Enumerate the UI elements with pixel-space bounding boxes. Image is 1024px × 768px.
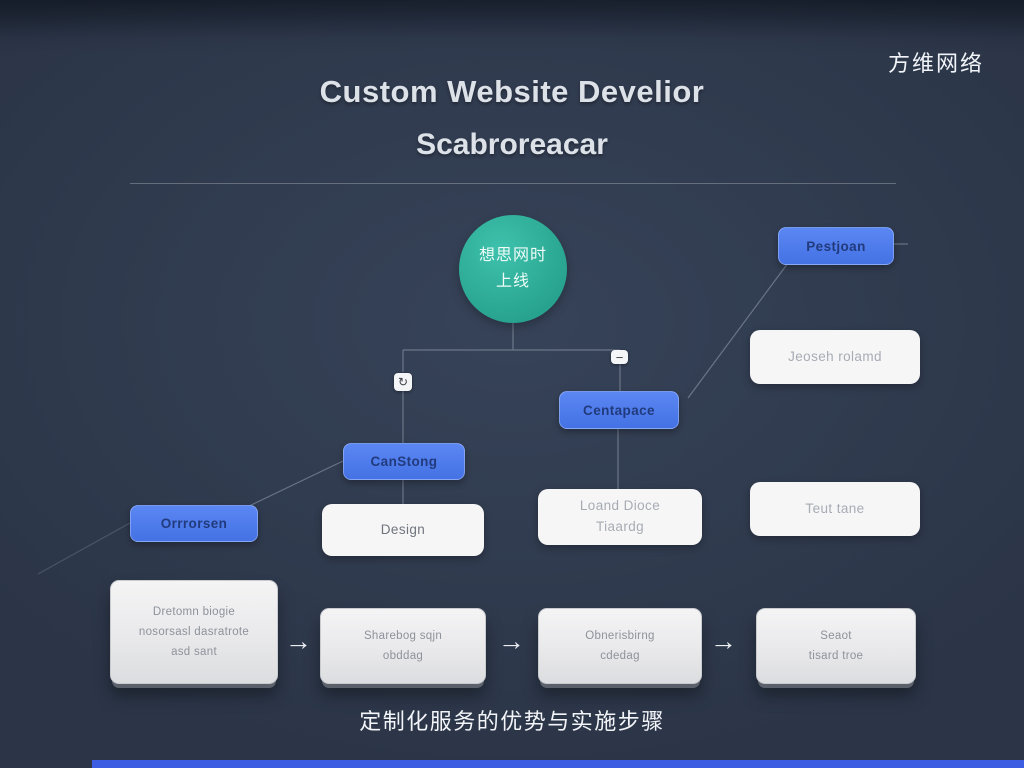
step-box-3: Obnerisbirng cdedag <box>538 608 702 684</box>
step-1-line-3: asd sant <box>171 646 217 659</box>
step-1-line-2: nosorsasl dasratrote <box>138 625 250 638</box>
title-line-2: Scabroreacar <box>416 128 608 161</box>
node-teut-label: Teut tane <box>805 500 865 516</box>
minus-icon-glyph: − <box>615 349 624 365</box>
node-pestjoan-label: Pestjoan <box>806 238 866 254</box>
step-2-line-2: obddag <box>382 650 424 662</box>
bottom-caption: 定制化服务的优势与实施步骤 <box>359 709 665 734</box>
node-teut: Teut tane <box>750 482 920 536</box>
node-jeoseh-label: Jeoseh rolamd <box>788 348 882 364</box>
node-design: Design <box>322 504 484 556</box>
node-orrrorsen-label: Orrrorsen <box>160 516 228 531</box>
step-box-2: Sharebog sqjn obddag <box>320 608 486 684</box>
node-orrrorsen: Orrrorsen <box>130 505 258 542</box>
step-arrow-2: → <box>498 626 525 656</box>
step-2-line-1: Sharebog sqjn <box>363 629 443 642</box>
title-line-1: Custom Website Develior <box>319 74 705 109</box>
node-centapace: Centapace <box>559 391 679 429</box>
step-4-line-2: tisard troe <box>808 650 864 662</box>
bottom-accent-bar <box>92 760 1024 768</box>
refresh-icon-glyph: ↻ <box>397 375 409 389</box>
start-circle-line-2: 上线 <box>495 273 530 290</box>
watermark-brand: 方维网络 <box>887 51 984 76</box>
step-arrow-3: → <box>710 626 737 656</box>
node-canstong-label: CanStong <box>370 454 438 469</box>
step-arrow-1: → <box>285 626 312 656</box>
step-box-4: Seaot tisard troe <box>756 608 916 684</box>
node-design-label: Design <box>380 521 426 537</box>
step-4-line-1: Seaot <box>820 629 852 642</box>
node-loand-line-2: Tiaardg <box>595 519 645 534</box>
connector-group <box>246 243 908 508</box>
start-circle-node: 想思网时 上线 <box>459 215 567 323</box>
node-centapace-label: Centapace <box>583 402 655 418</box>
node-loand: Loand Dioce Tiaardg <box>538 489 702 545</box>
node-canstong: CanStong <box>343 443 465 480</box>
faint-diagonal-line <box>37 522 131 575</box>
node-jeoseh: Jeoseh rolamd <box>750 330 920 384</box>
step-box-1: Dretomn biogie nosorsasl dasratrote asd … <box>110 580 278 684</box>
minus-icon: − <box>611 349 628 365</box>
top-shade <box>0 0 1024 38</box>
step-1-line-1: Dretomn biogie <box>152 605 236 618</box>
title-divider <box>130 183 896 184</box>
step-3-line-1: Obnerisbirng <box>585 629 655 642</box>
node-loand-line-1: Loand Dioce <box>579 498 661 514</box>
node-pestjoan: Pestjoan <box>778 227 894 265</box>
refresh-icon: ↻ <box>394 373 412 391</box>
step-3-line-2: cdedag <box>600 650 640 662</box>
start-circle-line-1: 想思网时 <box>478 247 547 265</box>
